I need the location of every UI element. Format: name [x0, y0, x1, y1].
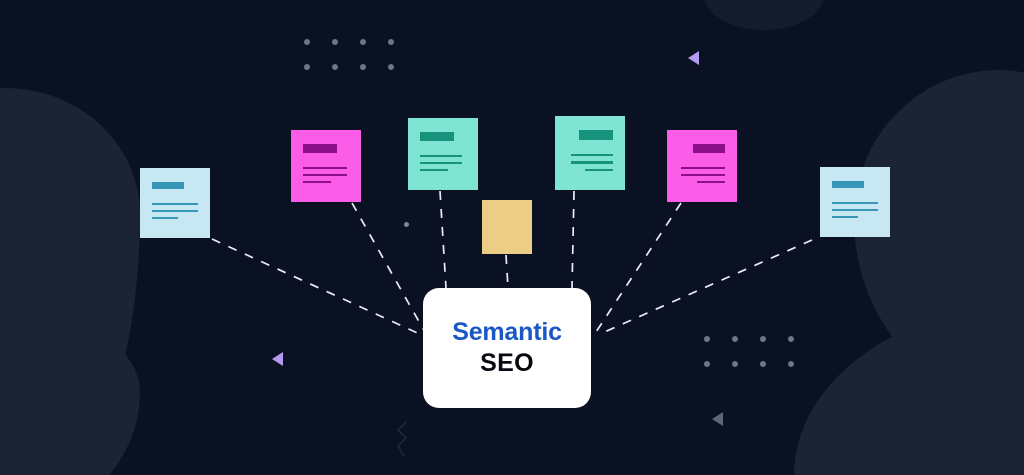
document-card-1-header-bar: [152, 182, 184, 190]
center-node-line-1: Semantic: [452, 318, 562, 346]
dot-grid-top-left-dot: [360, 39, 366, 45]
dot-grid-bottom-right-dot: [760, 336, 766, 342]
dot-grid-top-left-dot: [388, 64, 394, 70]
connector-doc-center: [505, 254, 509, 289]
connector-doc-3: [439, 190, 447, 289]
dot-grid-top-left: [304, 39, 394, 70]
document-card-6[interactable]: [820, 167, 890, 237]
document-card-6-text-line-2: [832, 209, 878, 212]
triangle-purple-top-right-icon: [688, 51, 699, 65]
dot-grid-top-left-dot: [388, 39, 394, 45]
document-card-3[interactable]: [408, 118, 478, 190]
dot-grid-top-left-dot: [360, 64, 366, 70]
document-card-6-header-bar: [832, 181, 864, 189]
document-card-1-text-line-2: [152, 210, 198, 213]
document-card-5-text-line-1: [681, 166, 725, 169]
document-card-3-text-line-3: [420, 168, 448, 171]
connector-doc-4: [571, 190, 575, 289]
document-card-6-text-line-1: [832, 202, 878, 205]
dot-grid-top-left-dot: [332, 64, 338, 70]
triangle-grey-bottom-right-icon: [712, 412, 723, 426]
document-card-4-text-line-1: [571, 153, 613, 157]
document-card-2-text-line-1: [303, 166, 347, 169]
dot-grid-bottom-right-dot: [732, 361, 738, 367]
dot-grid-bottom-right-dot: [760, 361, 766, 367]
center-node-line-2: SEO: [480, 349, 534, 377]
dot-grid-bottom-right-dot: [732, 336, 738, 342]
dot-grid-top-left-dot: [332, 39, 338, 45]
document-card-1-text-line-1: [152, 203, 198, 206]
document-card-2-text-line-3: [303, 180, 331, 183]
document-card-4-text-line-2: [571, 161, 613, 164]
dot-grid-top-left-dot: [304, 64, 310, 70]
dot-grid-top-left-dot: [304, 39, 310, 45]
document-card-3-text-line-2: [420, 161, 462, 164]
document-card-5-header-bar: [693, 144, 725, 153]
speck-dot: [404, 222, 409, 227]
dot-grid-bottom-right-dot: [704, 336, 710, 342]
document-card-4-header-bar: [579, 130, 613, 140]
document-card-2-header-bar: [303, 144, 337, 153]
dot-grid-bottom-right-dot: [788, 336, 794, 342]
document-card-3-header-bar: [420, 132, 454, 141]
document-card-3-text-line-1: [420, 154, 462, 157]
document-card-2-text-line-2: [303, 173, 347, 176]
document-card-1[interactable]: [140, 168, 210, 238]
connector-doc-1: [211, 238, 425, 337]
document-card-5-text-line-2: [681, 173, 725, 176]
dot-grid-bottom-right-dot: [704, 361, 710, 367]
squiggle-line-icon: [396, 421, 408, 457]
connector-doc-5: [595, 202, 682, 333]
connector-doc-2: [351, 202, 427, 335]
document-card-1-text-line-3: [152, 217, 178, 219]
document-card-2[interactable]: [291, 130, 361, 202]
dot-grid-bottom-right-dot: [788, 361, 794, 367]
document-card-4[interactable]: [555, 116, 625, 190]
document-card-5-text-line-3: [697, 180, 725, 183]
document-card-4-text-line-3: [585, 168, 613, 171]
document-card-6-text-line-3: [832, 216, 858, 218]
semantic-seo-node[interactable]: Semantic SEO: [423, 288, 591, 408]
document-card-center[interactable]: [482, 200, 532, 254]
document-card-5[interactable]: [667, 130, 737, 202]
connector-doc-6: [599, 239, 813, 335]
dot-grid-bottom-right: [704, 336, 794, 367]
triangle-purple-bottom-left-icon: [272, 352, 283, 366]
